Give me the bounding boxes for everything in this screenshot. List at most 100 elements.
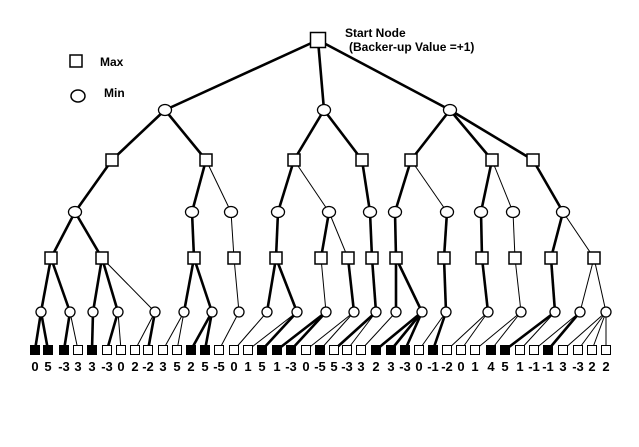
- max-node: [485, 153, 499, 167]
- leaf-node-selected: [186, 345, 196, 355]
- leaf-value: 2: [372, 359, 379, 374]
- min-node: [574, 306, 586, 318]
- min-node: [390, 306, 402, 318]
- leaf-node-selected: [272, 345, 282, 355]
- tree-edge: [346, 257, 356, 313]
- leaf-value: 0: [415, 359, 422, 374]
- legend-max-label: Max: [100, 55, 124, 69]
- leaf-node: [587, 345, 597, 355]
- tree-edge: [389, 311, 424, 351]
- tree-edge: [62, 311, 72, 351]
- tree-edge: [320, 257, 327, 313]
- leaf-node: [172, 345, 182, 355]
- leaf-value: -1: [528, 359, 540, 374]
- leaf-value: 5: [173, 359, 180, 374]
- max-node: [508, 251, 522, 265]
- tree-edge: [533, 311, 581, 351]
- tree-edge: [514, 257, 522, 313]
- min-node: [387, 205, 403, 219]
- leaf-node: [470, 345, 480, 355]
- leaf-value: 3: [88, 359, 95, 374]
- tree-edge: [360, 311, 397, 351]
- min-node: [291, 306, 303, 318]
- tree-edge: [449, 108, 534, 162]
- tree-edge: [394, 257, 424, 313]
- leaf-value: -1: [427, 359, 439, 374]
- tree-edge: [293, 159, 330, 213]
- leaf-node: [301, 345, 311, 355]
- leaf-value: 5: [501, 359, 508, 374]
- tree-edge: [446, 311, 489, 351]
- leaf-node: [158, 345, 168, 355]
- leaf-value: 1: [516, 359, 523, 374]
- tree-edge: [276, 310, 327, 352]
- leaf-node: [573, 345, 583, 355]
- min-node: [261, 306, 273, 318]
- leaf-value: -3: [58, 359, 70, 374]
- tree-edge: [480, 257, 490, 313]
- leaf-node: [342, 345, 352, 355]
- tree-edge: [33, 311, 43, 351]
- tree-edge: [547, 311, 581, 351]
- min-node: [321, 205, 337, 219]
- leaf-node-selected: [87, 345, 97, 355]
- tree-edge: [431, 311, 448, 351]
- leaf-value: 0: [457, 359, 464, 374]
- leaf-node-selected: [500, 345, 510, 355]
- tree-edge: [442, 257, 448, 313]
- tree-edge: [531, 159, 565, 213]
- tree-edge: [100, 257, 120, 313]
- tree-edges: [33, 38, 607, 352]
- leaf-node: [116, 345, 126, 355]
- max-node: [404, 153, 418, 167]
- leaf-value: 3: [387, 359, 394, 374]
- tree-edge: [403, 311, 424, 351]
- leaf-value: 2: [131, 359, 138, 374]
- leaf-value: 2: [187, 359, 194, 374]
- max-node: [105, 153, 119, 167]
- leaf-value: -3: [341, 359, 353, 374]
- tree-edge: [519, 311, 556, 351]
- tree-edge: [276, 159, 296, 213]
- tree-edge: [233, 257, 240, 313]
- leaf-node: [601, 345, 611, 355]
- tree-edge: [418, 311, 447, 351]
- tree-edge: [579, 257, 595, 313]
- min-node: [270, 205, 286, 219]
- tree-edge: [549, 257, 557, 313]
- leaf-node: [515, 345, 525, 355]
- tree-edge: [39, 311, 50, 351]
- max-node: [437, 251, 451, 265]
- leaf-value: 1: [273, 359, 280, 374]
- min-node: [64, 306, 76, 318]
- tree-edge: [319, 211, 331, 259]
- min-node: [555, 205, 571, 219]
- tree-edge: [370, 257, 378, 313]
- tree-edge: [39, 257, 53, 313]
- leaf-value: 3: [559, 359, 566, 374]
- tree-edge: [117, 311, 122, 351]
- leaf-node-selected: [371, 345, 381, 355]
- max-node: [199, 153, 213, 167]
- tree-edge: [190, 159, 208, 213]
- tree-edge: [261, 311, 298, 351]
- legend-min-circle-icon: [70, 89, 86, 103]
- min-node: [348, 306, 360, 318]
- tree-edge: [593, 257, 607, 313]
- leaf-value: -5: [213, 359, 225, 374]
- tree-edge: [176, 311, 185, 351]
- leaf-value: 5: [258, 359, 265, 374]
- leaf-value: 2: [602, 359, 609, 374]
- max-node: [355, 153, 369, 167]
- max-node: [287, 153, 301, 167]
- max-node: [227, 251, 241, 265]
- leaf-value: 3: [159, 359, 166, 374]
- tree-edge: [410, 159, 448, 213]
- start-max-node: [309, 31, 327, 49]
- leaf-value: 1: [244, 359, 251, 374]
- leaf-value: -3: [399, 359, 411, 374]
- tree-edge: [360, 159, 372, 213]
- leaf-node: [456, 345, 466, 355]
